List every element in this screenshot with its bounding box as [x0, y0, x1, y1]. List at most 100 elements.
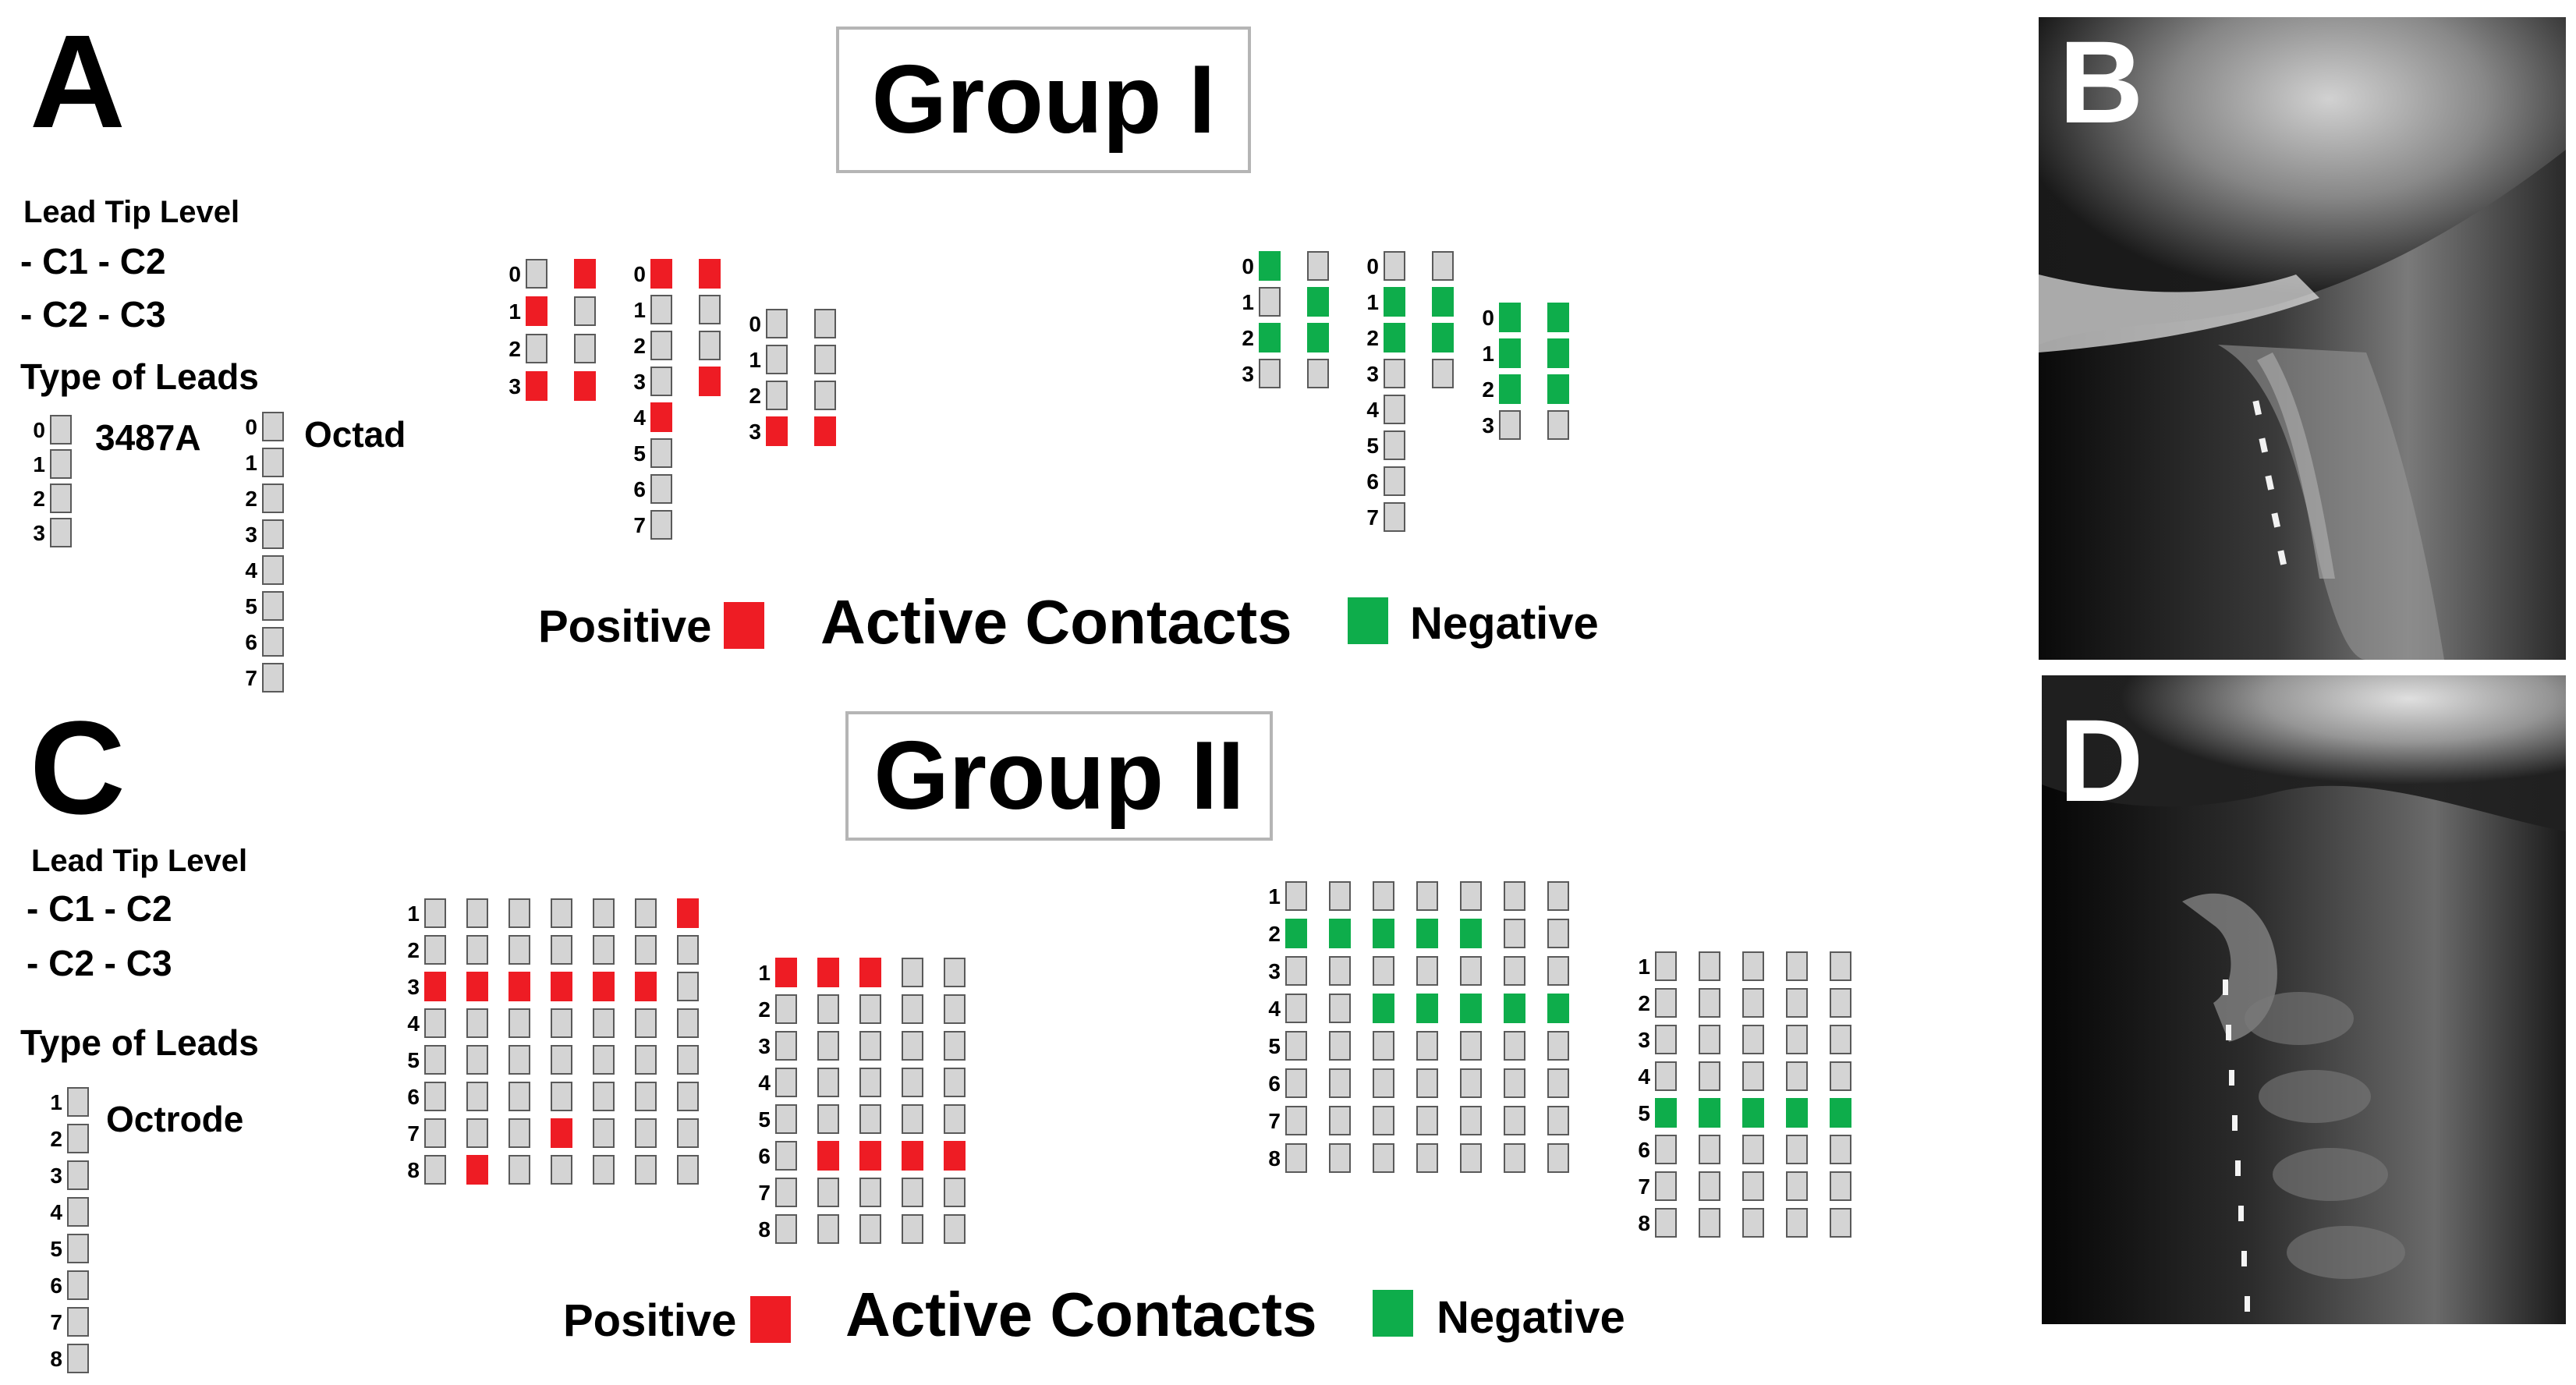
inactive-contact	[508, 1082, 530, 1111]
positive-contact	[574, 371, 596, 401]
group-i-title-text: Group I	[871, 46, 1216, 154]
inactive-contact	[775, 1031, 797, 1061]
inactive-contact	[1742, 951, 1764, 981]
inactive-contact	[1742, 1061, 1764, 1091]
inactive-contact	[1416, 956, 1438, 986]
inactive-contact	[508, 935, 530, 965]
inactive-contact	[1285, 1068, 1307, 1098]
negative-contact	[1460, 919, 1482, 948]
inactive-contact	[262, 519, 284, 549]
contact-number: 1	[407, 901, 420, 926]
inactive-contact	[677, 1082, 699, 1111]
positive-contact	[775, 958, 797, 987]
positive-contact	[526, 296, 547, 326]
positive-contact	[650, 259, 672, 289]
negative-contact	[1655, 1098, 1677, 1128]
contact-number: 4	[1366, 398, 1379, 422]
group-ii-type-of-leads: Type of Leads	[20, 1022, 259, 1063]
inactive-contact	[1655, 1135, 1677, 1164]
inactive-contact	[1285, 956, 1307, 986]
group-ii-lead-tip-level: Lead Tip Level	[31, 844, 248, 878]
inactive-contact	[1786, 1208, 1808, 1238]
positive-contact	[902, 1141, 923, 1171]
inactive-contact	[1416, 1031, 1438, 1061]
inactive-contact	[677, 1045, 699, 1075]
positive-contact	[677, 898, 699, 928]
inactive-contact	[1504, 1068, 1525, 1098]
inactive-contact	[424, 1155, 446, 1185]
inactive-contact	[1384, 466, 1405, 496]
group-i-legend-positive-swatch	[724, 602, 764, 649]
inactive-contact	[1384, 395, 1405, 424]
contact-number: 2	[758, 997, 771, 1022]
inactive-contact	[1547, 1106, 1569, 1135]
inactive-contact	[1460, 956, 1482, 986]
inactive-contact	[817, 1214, 839, 1244]
contact-number: 0	[508, 262, 521, 286]
inactive-contact	[50, 518, 72, 547]
group-ii-legend-negative-label: Negative	[1437, 1292, 1625, 1343]
negative-contact	[1499, 374, 1521, 404]
inactive-contact	[902, 958, 923, 987]
inactive-contact	[1742, 1171, 1764, 1201]
group-ii-level-2: - C2 - C3	[27, 943, 172, 983]
inactive-contact	[262, 627, 284, 657]
inactive-contact	[1547, 1068, 1569, 1098]
contact-number: 3	[33, 521, 45, 545]
panel-letter-c: C	[30, 694, 126, 842]
inactive-contact	[1285, 1031, 1307, 1061]
inactive-contact	[1655, 951, 1677, 981]
positive-contact	[859, 1141, 881, 1171]
inactive-contact	[650, 474, 672, 504]
contact-number: 4	[633, 406, 646, 430]
inactive-contact	[551, 1008, 572, 1038]
inactive-contact	[1504, 956, 1525, 986]
inactive-contact	[50, 449, 72, 479]
contact-number: 6	[1366, 469, 1379, 494]
inactive-contact	[635, 1082, 657, 1111]
inactive-contact	[1307, 251, 1329, 281]
contact-number: 2	[633, 334, 646, 358]
inactive-contact	[817, 1178, 839, 1207]
contact-number: 0	[245, 415, 257, 439]
inactive-contact	[1460, 1106, 1482, 1135]
contact-number: 2	[1242, 326, 1254, 350]
inactive-contact	[67, 1307, 89, 1337]
inactive-contact	[593, 898, 615, 928]
inactive-contact	[1547, 410, 1569, 440]
negative-contact	[1830, 1098, 1851, 1128]
inactive-contact	[424, 935, 446, 965]
inactive-contact	[508, 1155, 530, 1185]
contact-number: 7	[1366, 505, 1379, 530]
contact-number: 2	[33, 487, 45, 511]
inactive-contact	[766, 345, 788, 374]
inactive-contact	[775, 1141, 797, 1171]
positive-contact	[650, 402, 672, 432]
contact-number: 2	[1366, 326, 1379, 350]
contact-number: 8	[1638, 1211, 1650, 1235]
inactive-contact	[466, 935, 488, 965]
contact-number: 3	[1638, 1028, 1650, 1052]
inactive-contact	[817, 1068, 839, 1097]
inactive-contact	[262, 591, 284, 621]
contact-number: 5	[1268, 1034, 1281, 1058]
inactive-contact	[944, 1031, 966, 1061]
contact-number: 1	[1638, 955, 1650, 979]
inactive-contact	[67, 1270, 89, 1300]
contact-number: 1	[508, 299, 521, 324]
inactive-contact	[1460, 1068, 1482, 1098]
inactive-contact	[551, 1082, 572, 1111]
contact-number: 1	[50, 1090, 62, 1114]
contact-number: 5	[50, 1237, 62, 1261]
inactive-contact	[424, 898, 446, 928]
contact-number: 2	[749, 384, 761, 408]
group-i-legend-positive-label: Positive	[538, 601, 712, 652]
inactive-contact	[593, 1118, 615, 1148]
inactive-contact	[50, 415, 72, 445]
negative-contact	[1259, 323, 1281, 352]
inactive-contact	[1742, 1135, 1764, 1164]
contact-number: 2	[50, 1127, 62, 1151]
inactive-contact	[1416, 1143, 1438, 1173]
negative-contact	[1384, 287, 1405, 317]
group-i-lead-tip-level: Lead Tip Level	[23, 195, 240, 229]
